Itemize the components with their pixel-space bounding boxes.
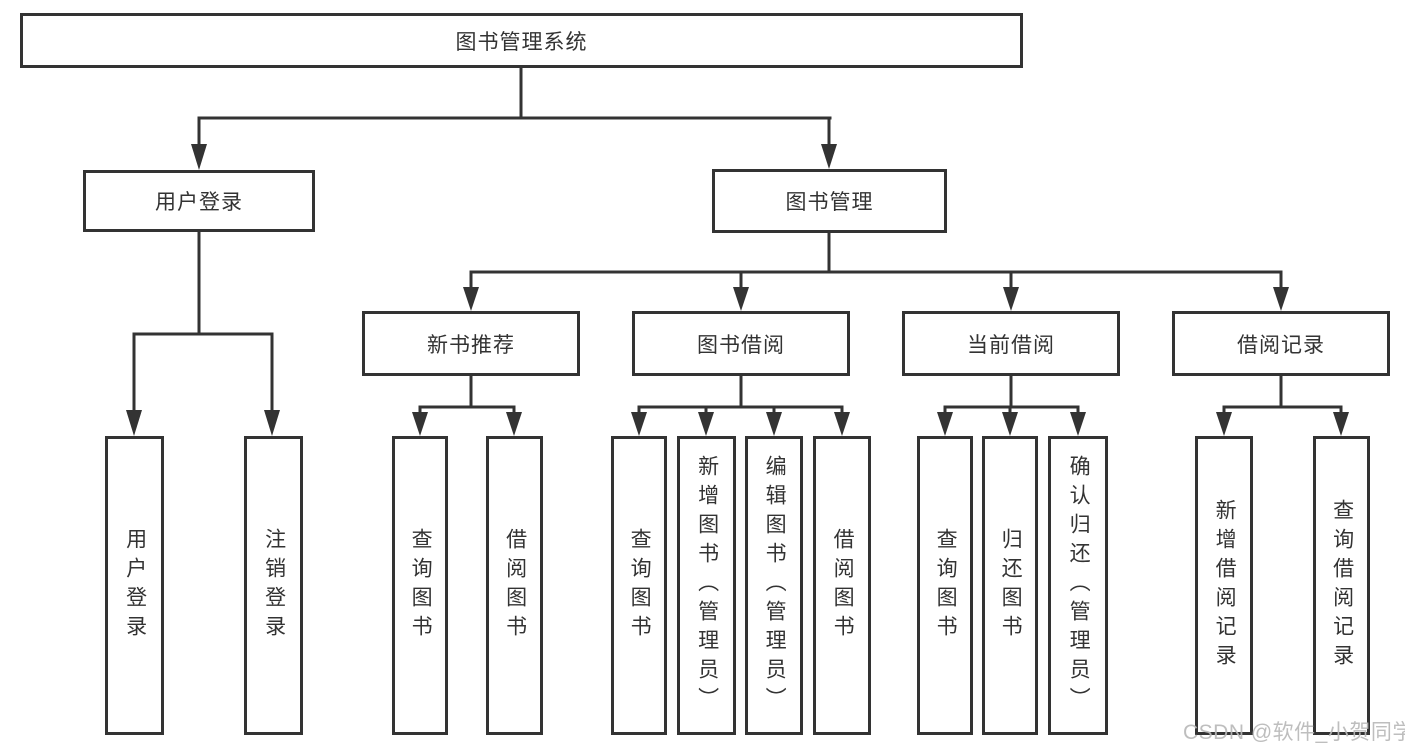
watermark: CSDN @软件_小贺同学 (1183, 721, 1405, 744)
leaf-query-borrow-record: 查询借阅记录 (1313, 436, 1370, 735)
leaf-return-books: 归还图书 (982, 436, 1038, 735)
node-current-borrowing: 当前借阅 (902, 311, 1120, 376)
node-root: 图书管理系统 (20, 13, 1023, 68)
leaf-return-books-label: 归还图书 (999, 527, 1023, 644)
leaf-edit-books-admin: 编辑图书（管理员） (745, 436, 803, 735)
node-current-borrowing-label: 当前借阅 (967, 333, 1055, 357)
leaf-query-books-3-label: 查询图书 (934, 527, 958, 644)
leaf-logout-label: 注销登录 (262, 527, 286, 644)
leaf-query-books-3: 查询图书 (917, 436, 973, 735)
node-new-book-recommend-label: 新书推荐 (427, 333, 515, 357)
leaf-edit-books-admin-label: 编辑图书（管理员） (763, 455, 787, 716)
node-user-login: 用户登录 (83, 170, 315, 232)
leaf-borrow-books-2: 借阅图书 (813, 436, 871, 735)
leaf-confirm-return-admin-label: 确认归还（管理员） (1067, 455, 1091, 716)
node-book-borrowing-label: 图书借阅 (697, 333, 785, 357)
leaf-query-borrow-record-label: 查询借阅记录 (1330, 498, 1354, 673)
leaf-logout: 注销登录 (244, 436, 303, 735)
node-borrowing-records-label: 借阅记录 (1237, 333, 1325, 357)
leaf-user-login: 用户登录 (105, 436, 164, 735)
leaf-add-borrow-record-label: 新增借阅记录 (1213, 498, 1237, 673)
leaf-query-books-2-label: 查询图书 (628, 527, 652, 644)
leaf-query-books-1-label: 查询图书 (409, 527, 433, 644)
node-book-management-label: 图书管理 (785, 191, 874, 214)
leaf-borrow-books-1-label: 借阅图书 (503, 527, 527, 644)
leaf-add-borrow-record: 新增借阅记录 (1195, 436, 1253, 735)
arrowheads (126, 144, 1349, 436)
node-book-management: 图书管理 (712, 169, 947, 233)
node-new-book-recommend: 新书推荐 (362, 311, 580, 376)
leaf-add-books-admin: 新增图书（管理员） (677, 436, 736, 735)
leaf-borrow-books-2-label: 借阅图书 (831, 527, 855, 644)
leaf-confirm-return-admin: 确认归还（管理员） (1048, 436, 1108, 735)
leaf-borrow-books-1: 借阅图书 (486, 436, 543, 735)
leaf-query-books-2: 查询图书 (611, 436, 667, 735)
leaf-query-books-1: 查询图书 (392, 436, 448, 735)
leaf-add-books-admin-label: 新增图书（管理员） (695, 455, 719, 716)
leaf-user-login-label: 用户登录 (123, 527, 147, 644)
node-user-login-label: 用户登录 (155, 191, 243, 214)
node-book-borrowing: 图书借阅 (632, 311, 850, 376)
node-borrowing-records: 借阅记录 (1172, 311, 1390, 376)
node-root-label: 图书管理系统 (455, 30, 588, 54)
